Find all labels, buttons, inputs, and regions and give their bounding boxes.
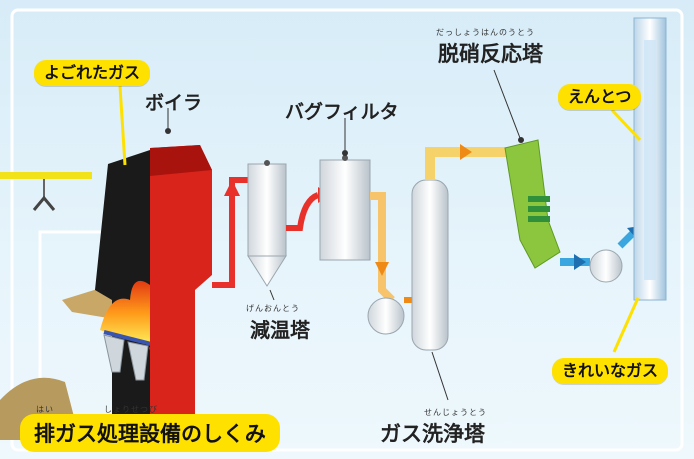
callout-dirty-gas: よごれたガス xyxy=(34,60,151,86)
label-denitration: 脱硝反応塔 xyxy=(438,42,543,66)
label-cooling: 減温塔 xyxy=(250,318,310,342)
diagram-title: 排ガス処理設備のしくみ xyxy=(20,414,280,452)
callout-chimney: えんとつ xyxy=(558,84,642,110)
label-boiler: ボイラ xyxy=(145,92,203,114)
callout-clean-gas: きれいなガス xyxy=(552,358,669,384)
frame xyxy=(10,8,684,452)
flow-to-cooling xyxy=(212,177,248,288)
flow-to-scrubber xyxy=(370,192,395,303)
ruby-denitration: だっしょうはんのうとう xyxy=(436,28,535,37)
flow-to-denitration xyxy=(425,147,520,180)
title-ruby-2: しょりせつび xyxy=(104,405,158,414)
ruby-scrubber: せんじょうとう xyxy=(424,408,487,417)
building-outline xyxy=(38,230,120,440)
crane-icon xyxy=(0,172,92,211)
label-scrubber: ガス洗浄塔 xyxy=(380,422,485,446)
scrubber-tower xyxy=(411,179,449,351)
fan-1 xyxy=(367,297,405,335)
cooling-tower xyxy=(247,163,287,257)
fan-2 xyxy=(589,249,623,283)
label-bag-filter: バグフィルタ xyxy=(285,101,399,123)
bag-filter xyxy=(319,159,371,261)
title-ruby-1: はい xyxy=(36,405,54,414)
flow-to-filter xyxy=(286,192,320,231)
ruby-cooling: げんおんとう xyxy=(246,304,300,313)
fire-icon xyxy=(100,280,150,345)
denitration-unit xyxy=(504,139,561,269)
boiler-unit xyxy=(150,145,212,440)
